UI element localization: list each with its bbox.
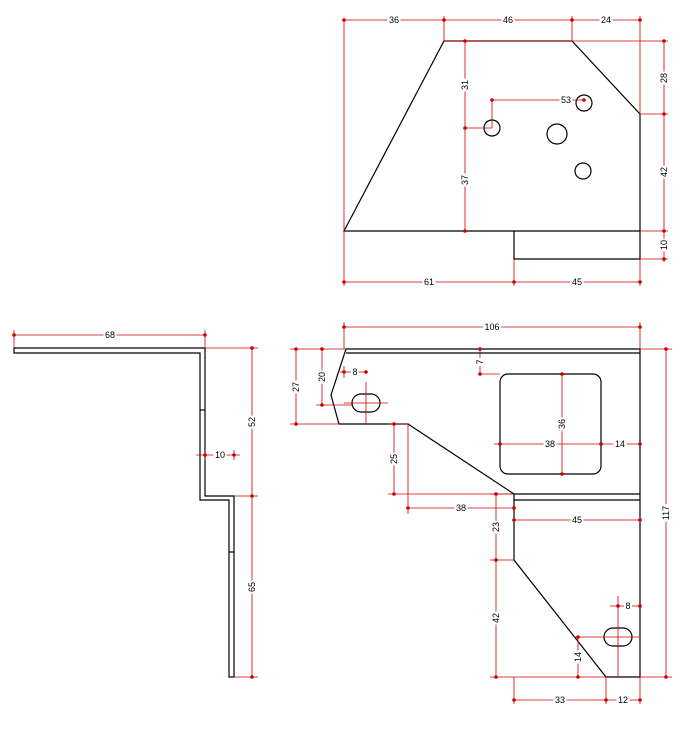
label-background [247,580,257,594]
top-dim-37: 37 [460,175,470,185]
label-background [661,504,671,522]
label-background [599,15,613,25]
top-hole-lower [574,162,592,180]
top-view-dimensions [342,16,668,286]
label-background [475,357,485,367]
top-hole-upper [575,94,593,112]
front-dim-14-lower: 14 [573,652,583,662]
top-dim-31: 31 [460,80,470,90]
front-view-outline [330,348,641,678]
front-dim-36-horizontal: 38 [545,439,555,449]
label-background [557,417,567,431]
front-dim-33: 33 [555,695,565,705]
label-background [570,515,584,525]
front-view-dimensions [290,322,672,704]
top-dim-42: 42 [659,167,669,177]
label-background [389,452,399,466]
label-background [570,277,584,287]
label-background [460,78,470,92]
front-dim-117: 117 [661,506,671,520]
top-dim-61: 61 [424,277,434,287]
front-dim-20: 20 [317,372,327,382]
label-background [659,238,669,252]
front-dim-8-lower: 8 [625,601,630,611]
label-background [573,650,583,664]
label-background [387,15,401,25]
side-view-profile [13,347,235,678]
label-background [553,695,567,705]
label-background [291,380,301,394]
label-background [422,277,436,287]
front-view-window [499,373,602,475]
top-dim-46: 46 [503,15,513,25]
front-dim-38: 38 [456,503,466,513]
top-view-outline [343,40,641,260]
front-dim-12: 12 [618,695,628,705]
label-background [247,415,257,429]
label-background [501,15,515,25]
side-dim-68: 68 [105,330,115,340]
label-background [559,95,573,105]
side-dim-52: 52 [247,417,257,427]
front-dim-8-upper: 8 [352,367,357,377]
label-background [659,165,669,179]
top-hole-center [546,123,568,145]
side-dim-10: 10 [215,450,225,460]
top-dim-53: 53 [561,95,571,105]
side-view-dimensions [12,330,258,679]
front-dim-25: 25 [389,454,399,464]
front-dim-36-vertical: 36 [557,419,567,429]
label-background [623,601,633,611]
label-background [213,450,227,460]
label-background [454,503,468,513]
label-background [659,71,669,85]
label-background [482,322,502,332]
front-dim-7: 7 [475,359,485,364]
front-dim-14-window: 14 [615,439,625,449]
label-background [103,330,117,340]
label-background [460,173,470,187]
front-dim-106: 106 [484,322,499,332]
front-view: 106 117 27 20 8 7 36 38 14 25 38 45 23 4… [290,322,672,705]
side-dim-65: 65 [247,582,257,592]
label-background [317,370,327,384]
label-background [613,439,627,449]
top-dim-24: 24 [601,15,611,25]
label-background [350,367,360,377]
top-dim-28: 28 [659,73,669,83]
label-background [491,520,501,534]
label-background [543,439,557,449]
top-dim-36: 36 [389,15,399,25]
top-dim-45: 45 [572,277,582,287]
front-dim-42: 42 [491,613,501,623]
label-background [491,611,501,625]
label-background [616,695,630,705]
front-dim-45: 45 [572,515,582,525]
top-view: 36 46 24 28 31 53 37 42 10 61 45 [342,15,669,287]
front-dim-27: 27 [291,382,301,392]
top-dim-10: 10 [659,240,669,250]
front-dim-23: 23 [491,522,501,532]
side-view: 68 52 10 65 [12,330,258,679]
